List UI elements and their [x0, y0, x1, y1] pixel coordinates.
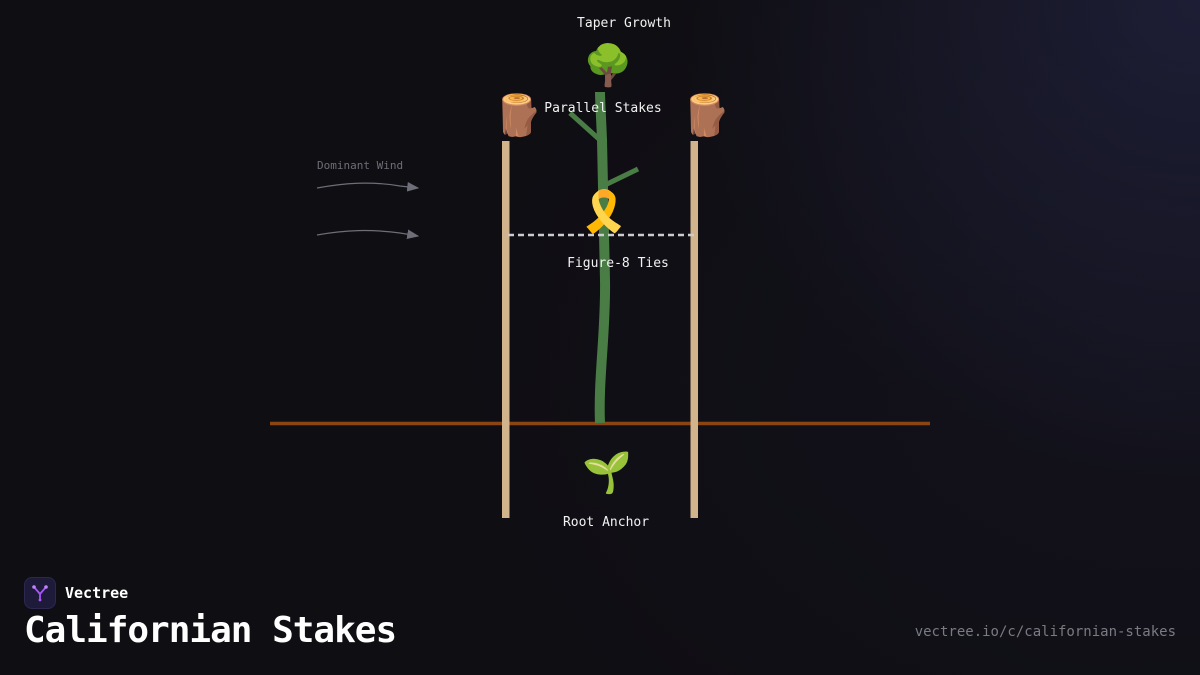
brand-name: Vectree [65, 584, 129, 602]
diagram: 🌳 🪵 🪵 🎗️ 🌱 Taper Growth Parallel Stakes … [270, 16, 930, 530]
branch-right [603, 166, 640, 188]
branch-left [568, 111, 602, 142]
page-title: Californian Stakes [24, 610, 397, 651]
wind-arrow-1 [316, 182, 420, 192]
right-log-icon: 🪵 [681, 93, 731, 139]
tree-stem [594, 91, 611, 424]
seedling-icon: 🌱 [582, 450, 632, 496]
ribbon-icon: 🎗️ [579, 189, 629, 235]
diagram-canvas [270, 91, 930, 518]
label-parallel-stakes: Parallel Stakes [544, 101, 662, 116]
left-log-icon: 🪵 [493, 93, 543, 139]
label-root-anchor: Root Anchor [562, 515, 650, 530]
wind-arrow-2 [316, 229, 420, 239]
vectree-logo-icon [24, 577, 56, 609]
page-url[interactable]: vectree.io/c/californian-stakes [914, 624, 1176, 640]
label-taper-growth: Taper Growth [577, 16, 671, 31]
right-stake [690, 141, 698, 518]
brand: Vectree [24, 577, 128, 609]
left-stake [502, 141, 510, 518]
label-figure8-ties: Figure-8 Ties [567, 256, 669, 271]
tree-icon: 🌳 [583, 43, 633, 89]
label-dominant-wind: Dominant Wind [317, 159, 404, 172]
